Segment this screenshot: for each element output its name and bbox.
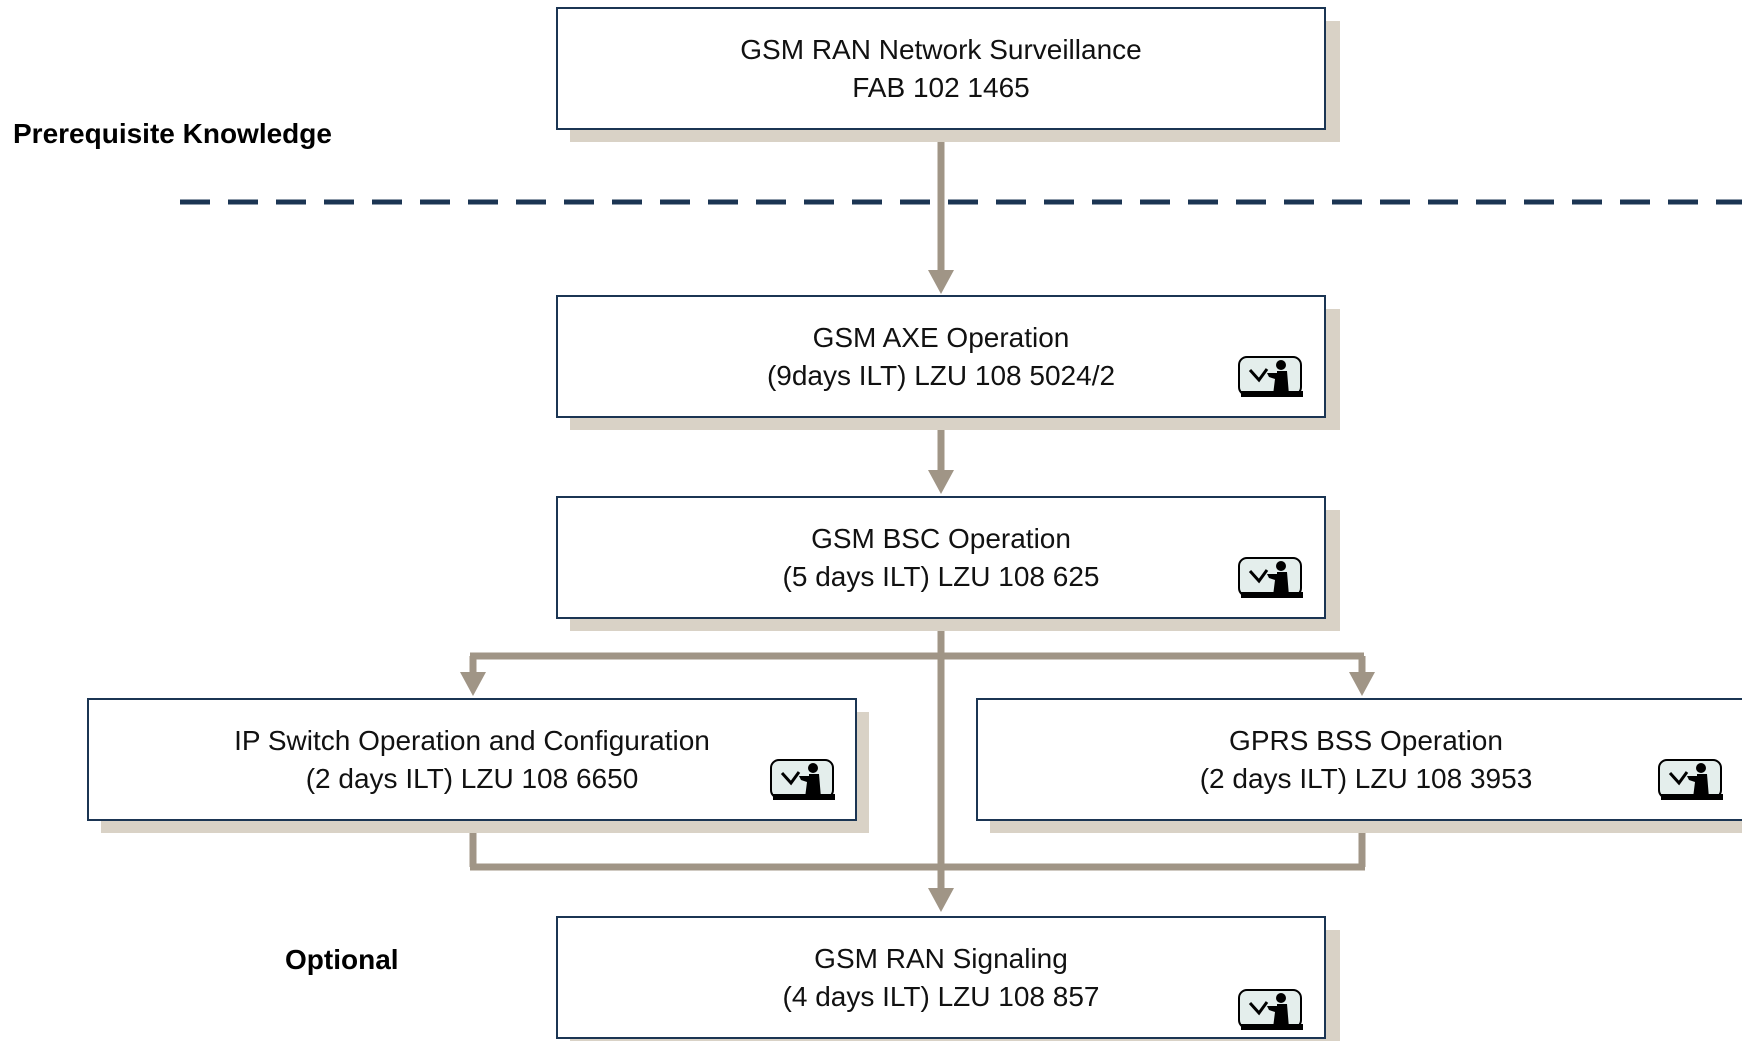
prerequisite-knowledge-label: Prerequisite Knowledge — [13, 118, 332, 149]
course-code: FAB 102 1465 — [852, 71, 1030, 103]
instructor-led-training-icon — [1238, 356, 1303, 397]
optional-label: Optional — [285, 944, 399, 975]
course-code: (2 days ILT) LZU 108 3953 — [1199, 762, 1533, 794]
course-title: GPRS BSS Operation — [1229, 724, 1503, 756]
course-box-network-surveillance[interactable]: GSM RAN Network Surveillance FAB 102 146… — [556, 7, 1326, 130]
course-box-axe-operation[interactable]: GSM AXE Operation (9days ILT) LZU 108 50… — [556, 295, 1326, 418]
course-box-ip-switch[interactable]: IP Switch Operation and Configuration (2… — [87, 698, 857, 821]
course-code: (5 days ILT) LZU 108 625 — [782, 560, 1100, 592]
course-title: GSM BSC Operation — [811, 522, 1071, 554]
instructor-led-training-icon — [1658, 759, 1723, 800]
course-box-bsc-operation[interactable]: GSM BSC Operation (5 days ILT) LZU 108 6… — [556, 496, 1326, 619]
instructor-led-training-icon — [770, 759, 835, 800]
course-title: GSM RAN Signaling — [814, 942, 1068, 974]
course-code: (9days ILT) LZU 108 5024/2 — [766, 359, 1116, 391]
course-title: GSM AXE Operation — [812, 321, 1070, 353]
course-box-gprs-bss[interactable]: GPRS BSS Operation (2 days ILT) LZU 108 … — [976, 698, 1742, 821]
connector-arrowheads — [460, 270, 1375, 912]
course-code: (2 days ILT) LZU 108 6650 — [305, 762, 639, 794]
course-title: IP Switch Operation and Configuration — [234, 724, 710, 756]
course-title: GSM RAN Network Surveillance — [740, 33, 1142, 65]
course-code: (4 days ILT) LZU 108 857 — [782, 980, 1100, 1012]
course-box-ran-signaling[interactable]: GSM RAN Signaling (4 days ILT) LZU 108 8… — [556, 916, 1326, 1039]
instructor-led-training-icon — [1238, 989, 1303, 1030]
connectors — [469, 130, 1366, 892]
instructor-led-training-icon — [1238, 557, 1303, 598]
